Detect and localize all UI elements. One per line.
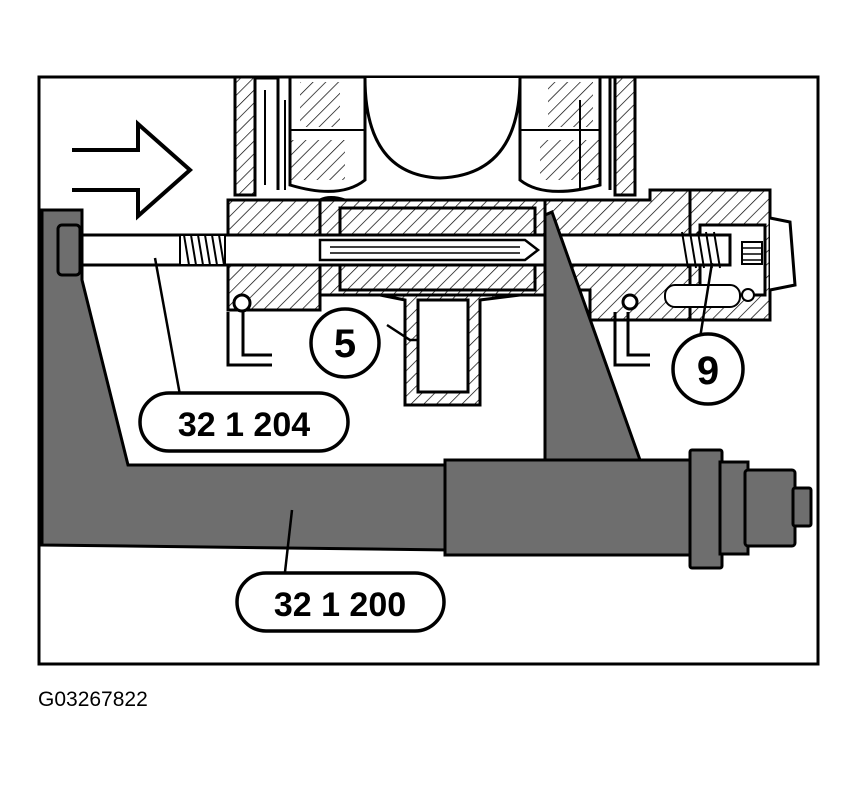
shaft — [68, 231, 732, 269]
callout-32-1-200-label: 32 1 200 — [274, 586, 406, 624]
leader-lines — [153, 257, 714, 573]
spring — [681, 231, 721, 269]
callout-5: 5 — [309, 307, 381, 379]
callout-32-1-204-label: 32 1 204 — [178, 406, 310, 444]
callout-9-label: 9 — [697, 349, 719, 393]
housing — [233, 78, 637, 197]
callout-5-label: 5 — [334, 322, 356, 366]
figure-code: G03267822 — [38, 688, 148, 711]
callout-32-1-204: 32 1 204 — [138, 391, 350, 453]
left-thread — [179, 234, 226, 266]
callout-9: 9 — [671, 332, 745, 406]
callout-32-1-200: 32 1 200 — [235, 571, 446, 633]
pin-tip — [318, 238, 541, 262]
direction-arrow-icon — [72, 119, 194, 221]
part-5-stem — [379, 293, 521, 407]
tool-32-1-200-body — [40, 208, 813, 570]
